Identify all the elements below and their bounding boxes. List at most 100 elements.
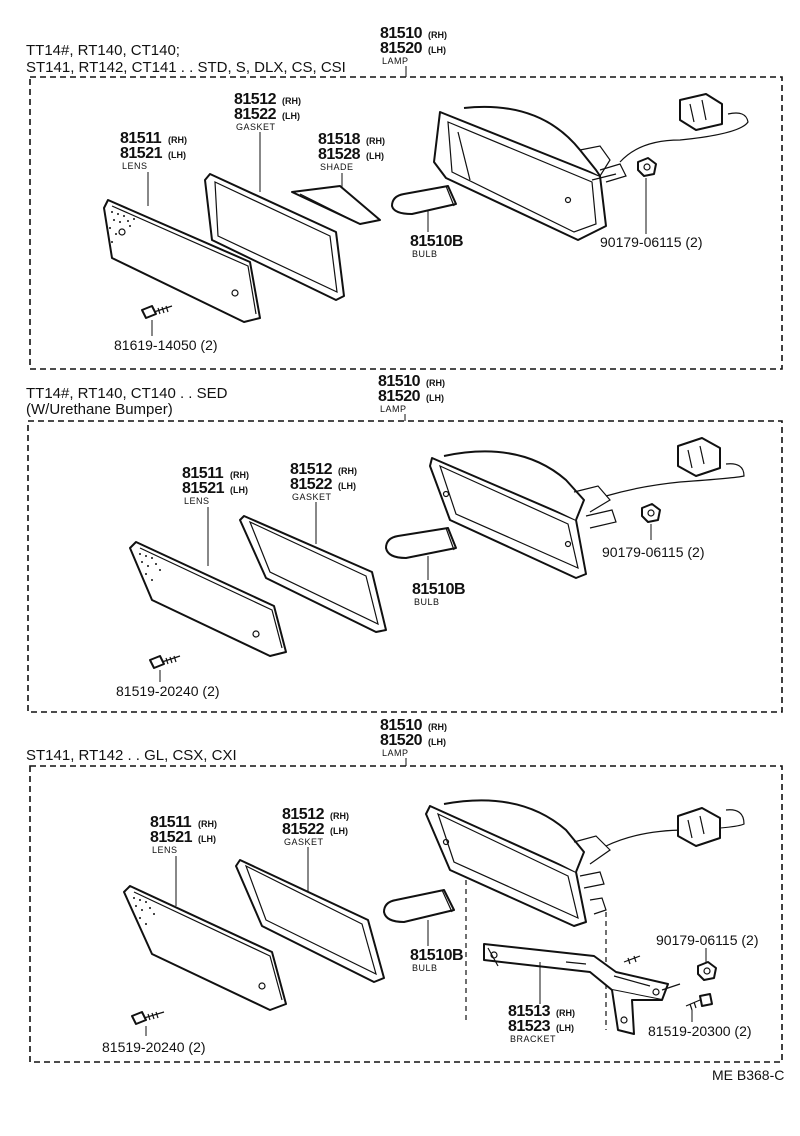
section-3-bulb-shape [383, 889, 455, 923]
section-1-shade-shape [291, 185, 381, 225]
section-2-lamp-rh-suffix: (RH) [426, 378, 445, 388]
section-2-screw-shape [149, 655, 181, 669]
section-2-lens-rh-suffix: (RH) [230, 470, 249, 480]
section-3-bracket-rh-suffix: (RH) [556, 1008, 575, 1018]
section-2-lamp-name: LAMP [380, 404, 407, 414]
section-1-gasket-rh-pn: 81512 [234, 91, 277, 108]
section-2-nut-pn: 90179-06115 (2) [602, 544, 704, 560]
section-3-lamp-lh-pn: 81520 [380, 732, 423, 749]
drawing-code: ME B368-C [712, 1067, 784, 1083]
section-3-bracket-screw-shape [685, 993, 713, 1011]
section-2-connector-shape [605, 437, 745, 497]
section-1-shade-rh-pn: 81518 [318, 131, 361, 148]
section-2-heading-line-1: TT14#, RT140, CT140 . . SED [26, 385, 228, 402]
section-2-bulb-pn: 81510B [412, 581, 465, 598]
section-2-lens-rh-pn: 81511 [182, 465, 224, 482]
section-1-nut-shape [637, 157, 657, 177]
section-3-bracket-lh-pn: 81523 [508, 1018, 551, 1035]
section-1-bulb-name: BULB [412, 249, 438, 259]
section-3-lens-lh-suffix: (LH) [198, 834, 216, 844]
section-3-screw-pn: 81519-20240 (2) [102, 1039, 206, 1055]
section-1-shade-lh-suffix: (LH) [366, 151, 384, 161]
section-2-lamp-shape [429, 450, 617, 579]
section-1: TT14#, RT140, CT140; ST141, RT142, CT141… [26, 25, 783, 370]
section-3-lens-name: LENS [152, 845, 178, 855]
section-3-bulb-pn: 81510B [410, 947, 463, 964]
section-2-lamp-lh-pn: 81520 [378, 388, 421, 405]
section-1-lamp-name: LAMP [382, 56, 409, 66]
section-1-lens-lh-suffix: (LH) [168, 150, 186, 160]
section-3-lamp-rh-suffix: (RH) [428, 722, 447, 732]
section-3-nut-pn: 90179-06115 (2) [656, 932, 758, 948]
section-3-lamp-name: LAMP [382, 748, 409, 758]
section-1-nut-pn: 90179-06115 (2) [600, 234, 702, 250]
section-1-screw-pn: 81619-14050 (2) [114, 337, 218, 353]
section-3-gasket-shape [235, 859, 385, 983]
section-3-heading-line-1: ST141, RT142 . . GL, CSX, CXI [26, 747, 237, 764]
section-1-lens-shape [103, 199, 261, 323]
section-1-heading-line-2: ST141, RT142, CT141 . . STD, S, DLX, CS,… [26, 59, 346, 76]
section-2-lamp-lh-suffix: (LH) [426, 393, 444, 403]
section-3-bracket-screw-pn: 81519-20300 (2) [648, 1023, 752, 1039]
section-2-gasket-name: GASKET [292, 492, 332, 502]
section-1-bulb-pn: 81510B [410, 233, 463, 250]
section-3-gasket-rh-suffix: (RH) [330, 811, 349, 821]
section-3-gasket-lh-pn: 81522 [282, 821, 325, 838]
section-1-gasket-lh-pn: 81522 [234, 106, 277, 123]
section-3-connector-shape [605, 807, 745, 847]
section-1-shade-rh-suffix: (RH) [366, 136, 385, 146]
section-2-bulb-shape [385, 527, 457, 559]
section-3-nut-shape [697, 961, 717, 981]
section-2-lamp-rh-pn: 81510 [378, 373, 421, 390]
section-1-connector-shape [619, 93, 749, 163]
section-1-lens-rh-suffix: (RH) [168, 135, 187, 145]
section-3-gasket-rh-pn: 81512 [282, 806, 325, 823]
section-1-gasket-name: GASKET [236, 122, 276, 132]
section-2-gasket-lh-suffix: (LH) [338, 481, 356, 491]
section-3-bracket-name: BRACKET [510, 1034, 556, 1044]
section-1-lamp-rh-suffix: (RH) [428, 30, 447, 40]
section-2-gasket-shape [239, 515, 387, 633]
section-3-lens-rh-pn: 81511 [150, 814, 192, 831]
section-1-lamp-shape [433, 105, 627, 241]
section-1-gasket-lh-suffix: (LH) [282, 111, 300, 121]
section-2: TT14#, RT140, CT140 . . SED (W/Urethane … [26, 373, 783, 713]
section-3-bracket-shape [483, 943, 681, 1035]
section-3-lens-rh-suffix: (RH) [198, 819, 217, 829]
section-1-lamp-lh-pn: 81520 [380, 40, 423, 57]
section-3: ST141, RT142 . . GL, CSX, CXI 81510 (RH)… [26, 717, 783, 1063]
section-2-frame [27, 420, 783, 713]
section-1-lens-rh-pn: 81511 [120, 130, 162, 147]
section-3-screw-shape [131, 1011, 165, 1025]
section-3-bracket-rh-pn: 81513 [508, 1003, 551, 1020]
section-3-lamp-lh-suffix: (LH) [428, 737, 446, 747]
section-2-gasket-rh-suffix: (RH) [338, 466, 357, 476]
section-1-lamp-rh-pn: 81510 [380, 25, 423, 42]
section-2-nut-shape [641, 503, 661, 523]
section-1-shade-lh-pn: 81528 [318, 146, 361, 163]
section-1-lens-name: LENS [122, 161, 148, 171]
section-3-lens-lh-pn: 81521 [150, 829, 193, 846]
section-2-heading-line-2: (W/Urethane Bumper) [26, 401, 173, 418]
section-2-lens-lh-suffix: (LH) [230, 485, 248, 495]
section-1-gasket-shape [204, 173, 345, 301]
section-3-lens-shape [123, 885, 287, 1011]
section-2-bulb-name: BULB [414, 597, 440, 607]
section-3-lamp-rh-pn: 81510 [380, 717, 423, 734]
section-2-lens-shape [129, 541, 287, 657]
section-2-screw-pn: 81519-20240 (2) [116, 683, 220, 699]
section-2-gasket-rh-pn: 81512 [290, 461, 333, 478]
section-3-lamp-shape [425, 799, 611, 927]
section-3-gasket-name: GASKET [284, 837, 324, 847]
section-1-heading-line-1: TT14#, RT140, CT140; [26, 42, 180, 59]
section-1-gasket-rh-suffix: (RH) [282, 96, 301, 106]
section-2-gasket-lh-pn: 81522 [290, 476, 333, 493]
section-1-lens-lh-pn: 81521 [120, 145, 163, 162]
section-1-screw-shape [141, 305, 173, 319]
section-1-lamp-lh-suffix: (LH) [428, 45, 446, 55]
section-3-bracket-lh-suffix: (LH) [556, 1023, 574, 1033]
section-3-gasket-lh-suffix: (LH) [330, 826, 348, 836]
section-3-bulb-name: BULB [412, 963, 438, 973]
section-2-lens-name: LENS [184, 496, 210, 506]
